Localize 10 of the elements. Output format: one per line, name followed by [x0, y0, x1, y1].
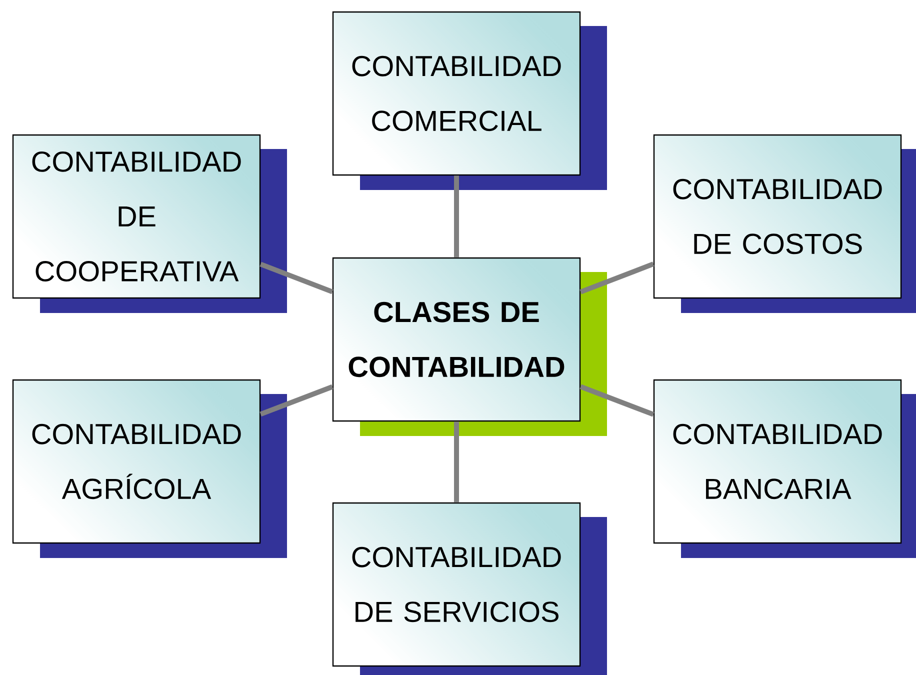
shadowed-box: CLASES DE CONTABILIDAD	[332, 257, 607, 436]
shadowed-box: CONTABILIDAD DE COSTOS	[653, 134, 916, 313]
shadowed-box: CONTABILIDAD COMERCIAL	[332, 11, 607, 190]
shadowed-box: CONTABILIDAD DE COOPERATIVA	[12, 134, 287, 313]
connector-line	[454, 176, 459, 258]
shadowed-box: CONTABILIDAD AGRÍCOLA	[12, 379, 287, 558]
shadowed-box: CONTABILIDAD BANCARIA	[653, 379, 916, 558]
shadowed-box: CONTABILIDAD DE SERVICIOS	[332, 502, 607, 675]
connector-line	[260, 262, 334, 294]
connector-line	[454, 422, 459, 502]
